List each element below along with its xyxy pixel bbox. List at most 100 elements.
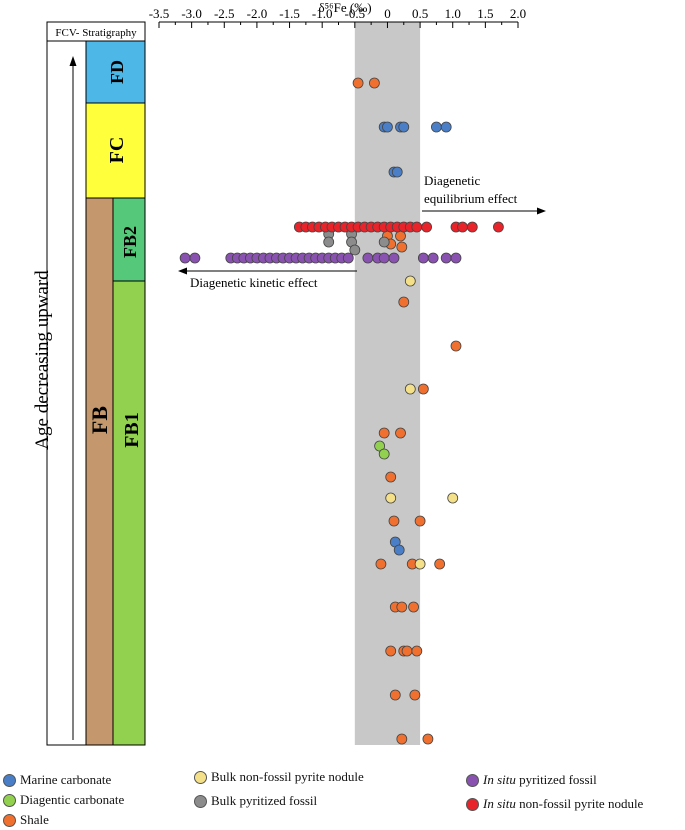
equilibrium-annotation-line2: equilibrium effect <box>424 191 518 206</box>
point-shale <box>408 601 419 613</box>
x-tick-label: 1.0 <box>445 6 461 21</box>
stratigraphy-header: FCV- Stratigraphy <box>55 27 137 39</box>
point-in-situ-pyritized-fossil <box>378 252 390 264</box>
point-shale <box>378 427 390 439</box>
unit-fb1 <box>112 280 146 746</box>
legend-item-marine-carbonate: Marine carbonate <box>3 772 111 788</box>
unit-fb2 <box>112 197 146 282</box>
shale-swatch <box>3 813 16 827</box>
point-bulk-non-fossil-pyrite-nodule <box>404 275 416 287</box>
point-bulk-pyritized-fossil <box>378 236 390 248</box>
x-axis-label: δ⁵⁶Fe (‰) <box>318 0 371 15</box>
insitu-nodule-swatch <box>466 797 479 811</box>
point-in-situ-pyritized-fossil <box>440 252 452 264</box>
diagentic-carbonate-swatch <box>3 793 16 807</box>
point-in-situ-non-fossil-pyrite-nodule <box>457 221 468 233</box>
x-tick-label: -3.5 <box>149 6 170 21</box>
point-in-situ-pyritized-fossil <box>342 252 354 264</box>
point-shale <box>396 241 408 253</box>
point-in-situ-non-fossil-pyrite-nodule <box>493 221 504 233</box>
point-in-situ-pyritized-fossil <box>179 252 191 264</box>
unit-fb2-label: FB2 <box>120 226 140 258</box>
bulk-nodule-swatch <box>194 770 207 784</box>
kinetic-annotation: Diagenetic kinetic effect <box>190 275 318 290</box>
marine-carbonate-swatch <box>3 773 16 787</box>
point-shale <box>385 471 397 483</box>
point-shale <box>409 689 421 701</box>
legend-label: Marine carbonate <box>20 772 112 787</box>
point-shale <box>395 427 406 439</box>
equilibrium-band <box>354 22 421 745</box>
point-shale <box>434 558 446 570</box>
point-shale <box>401 645 413 657</box>
x-tick-label: 0.5 <box>412 6 428 21</box>
legend-label: Bulk non-fossil pyrite nodule <box>211 769 364 784</box>
legend-item-bulk-nodule: Bulk non-fossil pyrite nodule <box>194 769 364 785</box>
point-shale <box>396 733 408 745</box>
kinetic-arrow-head <box>178 267 187 275</box>
point-shale <box>385 645 397 657</box>
point-in-situ-non-fossil-pyrite-nodule <box>466 221 478 233</box>
legend-label: Shale <box>20 812 49 827</box>
point-in-situ-pyritized-fossil <box>417 252 429 264</box>
point-shale <box>417 383 429 395</box>
point-marine-carbonate <box>393 544 405 556</box>
point-shale <box>352 77 364 89</box>
point-marine-carbonate <box>440 121 452 133</box>
point-marine-carbonate <box>431 121 442 133</box>
legend-label: Bulk pyritized fossil <box>211 793 318 808</box>
point-bulk-non-fossil-pyrite-nodule <box>404 383 416 395</box>
scatter-chart: FCV- Stratigraphy FD FC FB FB2 FB1 Age d… <box>32 0 546 746</box>
equilibrium-annotation: Diagenetic equilibrium effect <box>424 173 518 206</box>
point-in-situ-pyritized-fossil <box>388 252 400 264</box>
point-bulk-non-fossil-pyrite-nodule <box>385 492 397 504</box>
unit-fc-label: FC <box>106 137 128 164</box>
x-tick-label: -1.0 <box>312 6 333 21</box>
point-bulk-pyritized-fossil <box>349 244 361 256</box>
unit-fd-label: FD <box>107 60 127 84</box>
legend-label: Diagentic carbonate <box>20 792 125 807</box>
point-bulk-non-fossil-pyrite-nodule <box>447 492 459 504</box>
point-shale <box>422 733 434 745</box>
point-shale <box>411 645 423 657</box>
x-tick-label: -2.5 <box>214 6 235 21</box>
age-arrow-head <box>69 56 77 66</box>
point-in-situ-non-fossil-pyrite-nodule <box>421 221 433 233</box>
point-in-situ-pyritized-fossil <box>362 252 374 264</box>
x-tick-label: -2.0 <box>247 6 268 21</box>
point-shale <box>450 340 462 352</box>
point-shale <box>396 601 408 613</box>
x-tick-label: 0 <box>384 6 391 21</box>
legend-item-insitu-fossil: In situ pyritized fossil <box>466 772 597 788</box>
legend-item-diagentic-carbonate: Diagentic carbonate <box>3 792 124 808</box>
point-marine-carbonate <box>391 166 403 178</box>
point-marine-carbonate <box>382 121 393 133</box>
legend-item-shale: Shale <box>3 812 49 828</box>
equilibrium-annotation-line1: Diagenetic <box>424 173 481 188</box>
legend-label: In situ pyritized fossil <box>483 772 597 787</box>
point-diagentic-carbonate <box>374 440 386 452</box>
data-points <box>179 77 504 745</box>
equilibrium-arrow-head <box>537 207 546 215</box>
legend-item-bulk-fossil: Bulk pyritized fossil <box>194 793 317 809</box>
x-tick-label: -3.0 <box>181 6 202 21</box>
point-in-situ-non-fossil-pyrite-nodule <box>411 221 423 233</box>
point-marine-carbonate <box>398 121 410 133</box>
unit-fb1-label: FB1 <box>121 412 143 448</box>
point-bulk-non-fossil-pyrite-nodule <box>414 558 426 570</box>
x-tick-label: -0.5 <box>345 6 366 21</box>
x-tick-label: 2.0 <box>510 6 526 21</box>
unit-fb-label: FB <box>87 406 112 434</box>
point-shale <box>388 515 400 527</box>
point-diagentic-carbonate <box>378 448 390 460</box>
point-in-situ-pyritized-fossil <box>189 252 201 264</box>
x-tick-label: 1.5 <box>477 6 493 21</box>
legend-item-insitu-nodule: In situ non-fossil pyrite nodule <box>466 796 643 812</box>
point-bulk-pyritized-fossil <box>323 236 335 248</box>
x-axis-ticks: -3.5 -3.0 -2.5 -2.0 -1.5 -1.0 -0.5 0 0.5 1.0 1.5 2.… <box>149 6 526 28</box>
x-tick-label: -1.5 <box>279 6 300 21</box>
bulk-fossil-swatch <box>194 794 207 808</box>
point-in-situ-pyritized-fossil <box>427 252 439 264</box>
insitu-fossil-swatch <box>466 773 479 787</box>
point-shale <box>389 689 401 701</box>
